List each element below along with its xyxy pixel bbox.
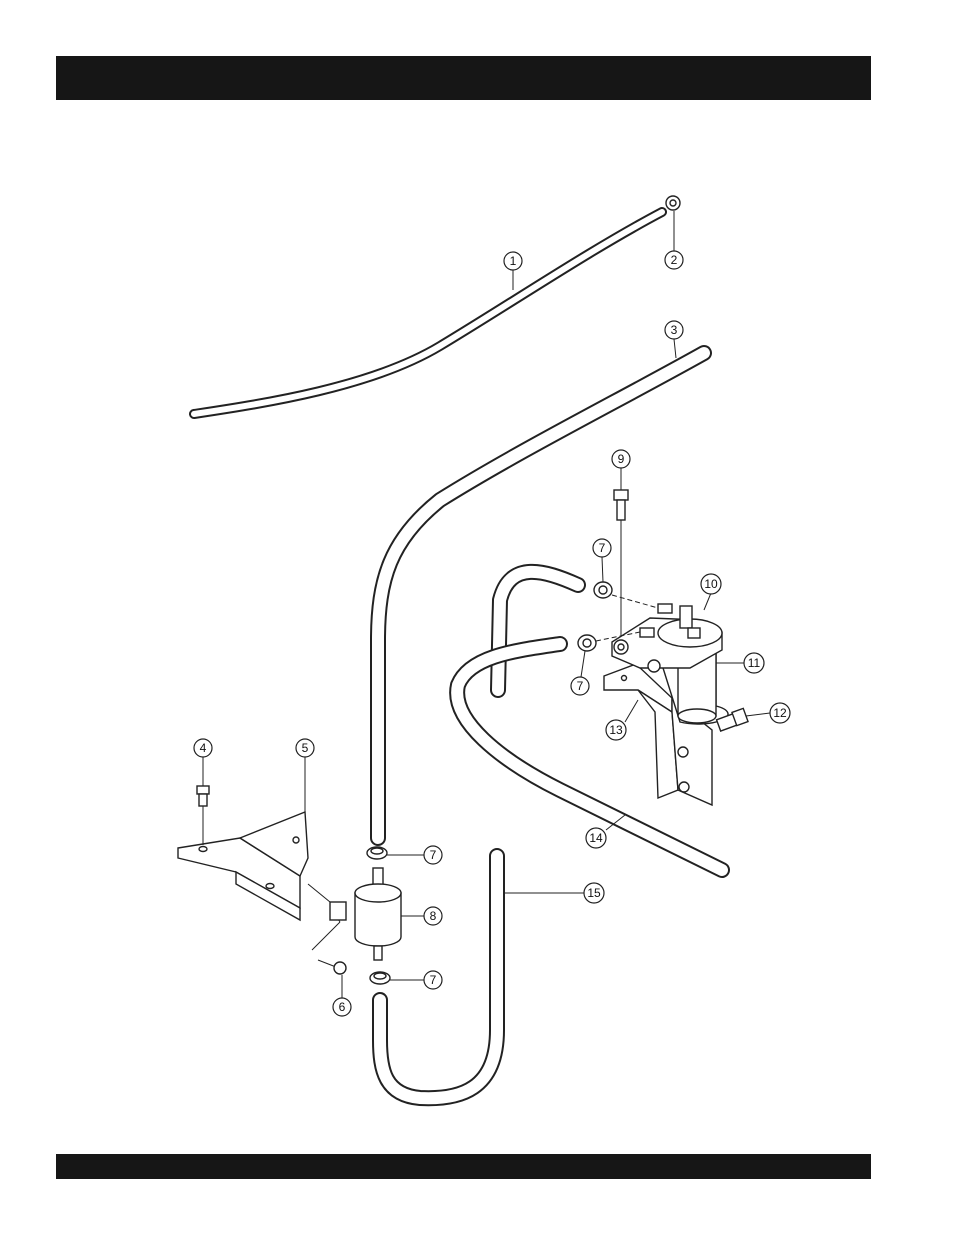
callout-3: 3 — [665, 321, 683, 339]
svg-text:15: 15 — [587, 886, 601, 900]
svg-text:3: 3 — [671, 323, 678, 337]
hose-1 — [194, 212, 662, 414]
callout-8: 8 — [424, 907, 442, 925]
svg-text:11: 11 — [748, 656, 761, 670]
svg-text:7: 7 — [599, 541, 606, 555]
return-hose-loop — [498, 572, 578, 690]
bolt-4 — [197, 786, 209, 845]
svg-text:14: 14 — [589, 831, 603, 845]
fuel-filter-8 — [355, 868, 401, 960]
svg-text:13: 13 — [609, 723, 623, 737]
svg-text:1: 1 — [510, 254, 517, 268]
hose-3 — [378, 353, 704, 838]
callout-14: 14 — [586, 828, 606, 848]
clip-2 — [666, 196, 680, 210]
hose-clamp-7-upper — [367, 847, 387, 859]
svg-text:8: 8 — [430, 909, 437, 923]
svg-text:12: 12 — [773, 706, 787, 720]
callout-11: 11 — [744, 653, 764, 673]
callout-1: 1 — [504, 252, 522, 270]
svg-text:6: 6 — [339, 1000, 346, 1014]
callout-13: 13 — [606, 720, 626, 740]
callout-7-filter-lower: 7 — [571, 677, 589, 695]
svg-text:10: 10 — [704, 577, 718, 591]
callout-10: 10 — [701, 574, 721, 594]
hose-clamp-7-lower — [370, 972, 390, 984]
hose-clamp-7-upper-right — [594, 582, 612, 598]
svg-text:7: 7 — [430, 848, 437, 862]
hose-clamp-7-lower-right — [578, 635, 596, 651]
callout-4: 4 — [194, 739, 212, 757]
callout-2: 2 — [665, 251, 683, 269]
svg-text:2: 2 — [671, 253, 678, 267]
callout-6: 6 — [333, 998, 351, 1016]
callout-7-filter-upper: 7 — [593, 539, 611, 557]
svg-text:7: 7 — [430, 973, 437, 987]
bracket-5 — [178, 812, 308, 920]
svg-text:5: 5 — [302, 741, 309, 755]
svg-text:9: 9 — [618, 452, 625, 466]
callout-15: 15 — [584, 883, 604, 903]
callout-9: 9 — [612, 450, 630, 468]
bolt-9 — [614, 490, 628, 640]
callout-5: 5 — [296, 739, 314, 757]
callout-7-upper: 7 — [424, 846, 442, 864]
filter-clamp — [308, 884, 346, 920]
callout-7-lower: 7 — [424, 971, 442, 989]
callout-12: 12 — [770, 703, 790, 723]
svg-text:7: 7 — [577, 679, 584, 693]
svg-text:4: 4 — [200, 741, 207, 755]
